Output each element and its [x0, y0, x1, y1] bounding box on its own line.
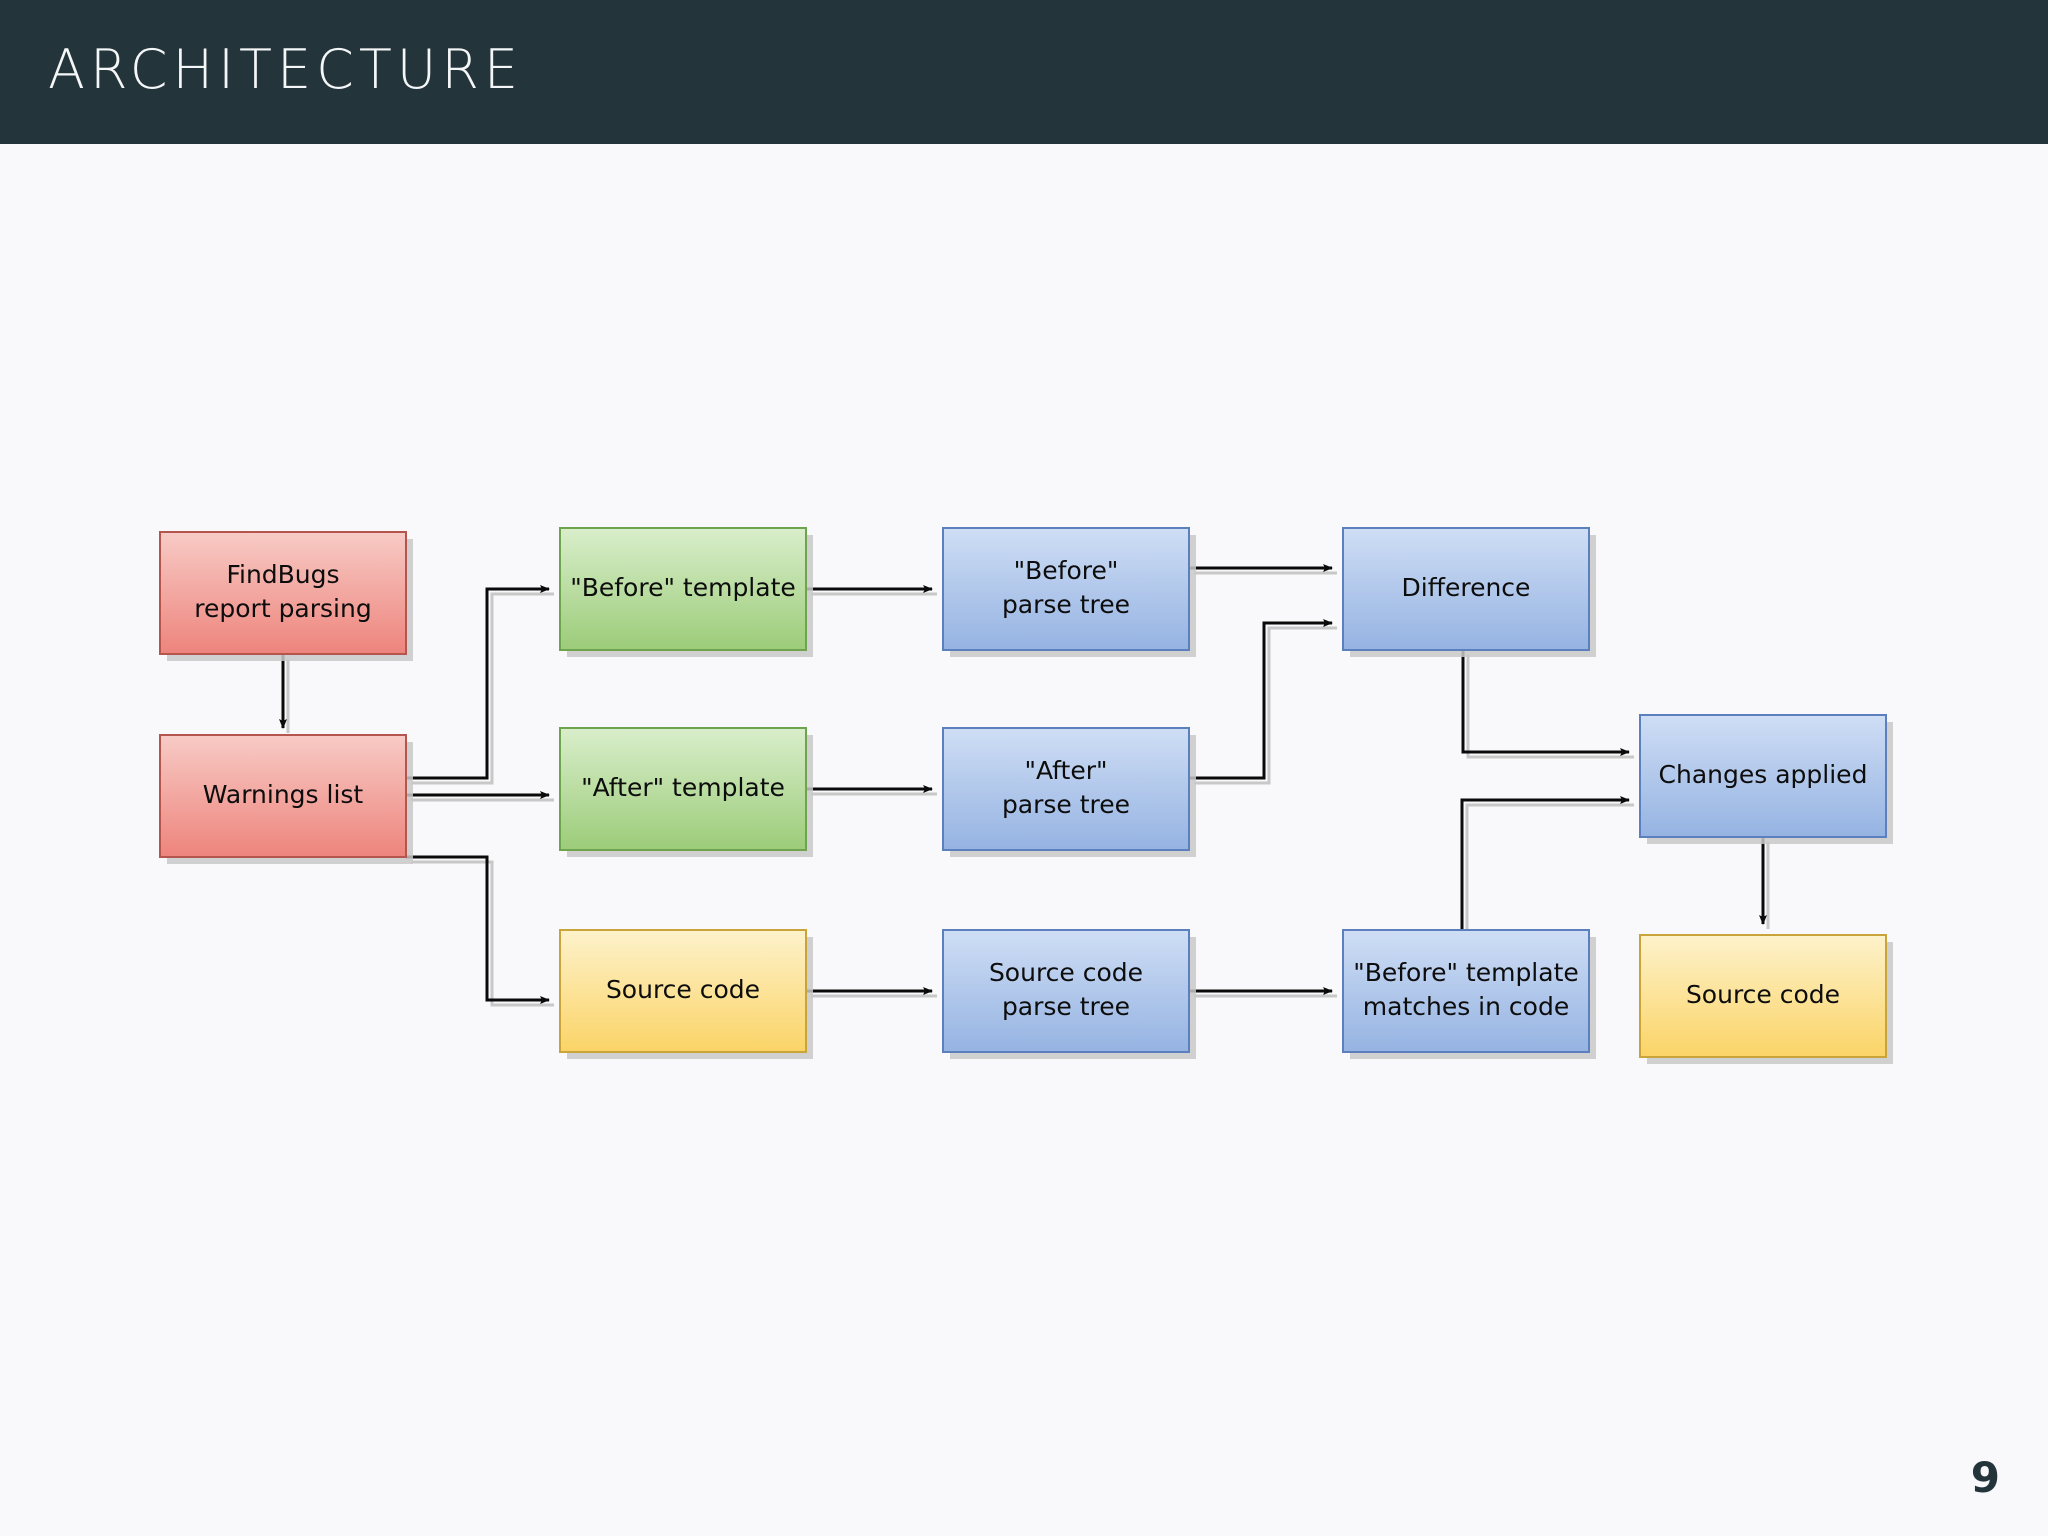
node-source_tree[interactable]: Source code parse tree [942, 929, 1196, 1059]
edge-shadow-layer [286, 571, 1770, 1007]
edge-shadow-after_tree-to-difference [1194, 626, 1337, 785]
node-label-line1: Warnings list [203, 780, 364, 809]
node-label-line1: Changes applied [1659, 760, 1868, 789]
edge-warnings-to-source_code_in [406, 855, 550, 1004]
node-body[interactable] [1342, 929, 1590, 1053]
node-label-line1: Source code [606, 975, 760, 1004]
node-after_template[interactable]: "After" template [559, 727, 813, 857]
node-label-line1: Source code [989, 958, 1143, 987]
node-warnings[interactable]: Warnings list [159, 734, 413, 864]
edge-shadow-warnings-to-before_template [411, 592, 554, 785]
node-body[interactable] [1342, 527, 1590, 651]
slide-header-bar [0, 0, 2048, 144]
node-body[interactable] [159, 531, 407, 655]
edge-layer [279, 564, 1767, 1004]
node-before_tree[interactable]: "Before" parse tree [942, 527, 1196, 657]
node-body[interactable] [942, 727, 1190, 851]
node-label-line1: Difference [1402, 573, 1531, 602]
node-label-line1: FindBugs [226, 560, 339, 589]
node-findbugs[interactable]: FindBugs report parsing [159, 531, 413, 661]
node-body[interactable] [159, 734, 407, 858]
node-after_tree[interactable]: "After" parse tree [942, 727, 1196, 857]
node-label-line2: report parsing [194, 594, 371, 623]
node-label-line1: "After" template [581, 773, 785, 802]
node-body[interactable] [942, 527, 1190, 651]
edge-difference-to-changes [1461, 650, 1630, 756]
edge-shadow-warnings-to-source_code_in [411, 860, 554, 1007]
node-label-line2: parse tree [1002, 992, 1130, 1021]
node-matches[interactable]: "Before" template matches in code [1342, 929, 1596, 1059]
edge-shadow-difference-to-changes [1466, 655, 1634, 759]
node-body[interactable] [559, 727, 807, 851]
node-body[interactable] [942, 929, 1190, 1053]
node-changes[interactable]: Changes applied [1639, 714, 1893, 844]
node-label-line2: parse tree [1002, 790, 1130, 819]
node-label-line2: matches in code [1363, 992, 1569, 1021]
edge-warnings-to-before_template [406, 585, 550, 780]
node-body[interactable] [559, 929, 807, 1053]
node-label-line1: "Before" template [570, 573, 796, 602]
node-body[interactable] [1639, 934, 1887, 1058]
edge-matches-to-changes [1460, 796, 1630, 930]
node-source_code_out[interactable]: Source code [1639, 934, 1893, 1064]
node-label-line1: Source code [1686, 980, 1840, 1009]
node-difference[interactable]: Difference [1342, 527, 1596, 657]
node-label-line1: "Before" [1014, 556, 1119, 585]
node-body[interactable] [1639, 714, 1887, 838]
edge-shadow-matches-to-changes [1465, 803, 1634, 935]
page-title: ARCHITECTURE [48, 38, 523, 101]
node-body[interactable] [559, 527, 807, 651]
page-number: 9 [1970, 1453, 2000, 1502]
node-label-line2: parse tree [1002, 590, 1130, 619]
node-before_template[interactable]: "Before" template [559, 527, 813, 657]
node-source_code_in[interactable]: Source code [559, 929, 813, 1059]
edge-after_tree-to-difference [1189, 619, 1333, 780]
node-label-line1: "After" [1024, 756, 1107, 785]
node-label-line1: "Before" template [1353, 958, 1579, 987]
